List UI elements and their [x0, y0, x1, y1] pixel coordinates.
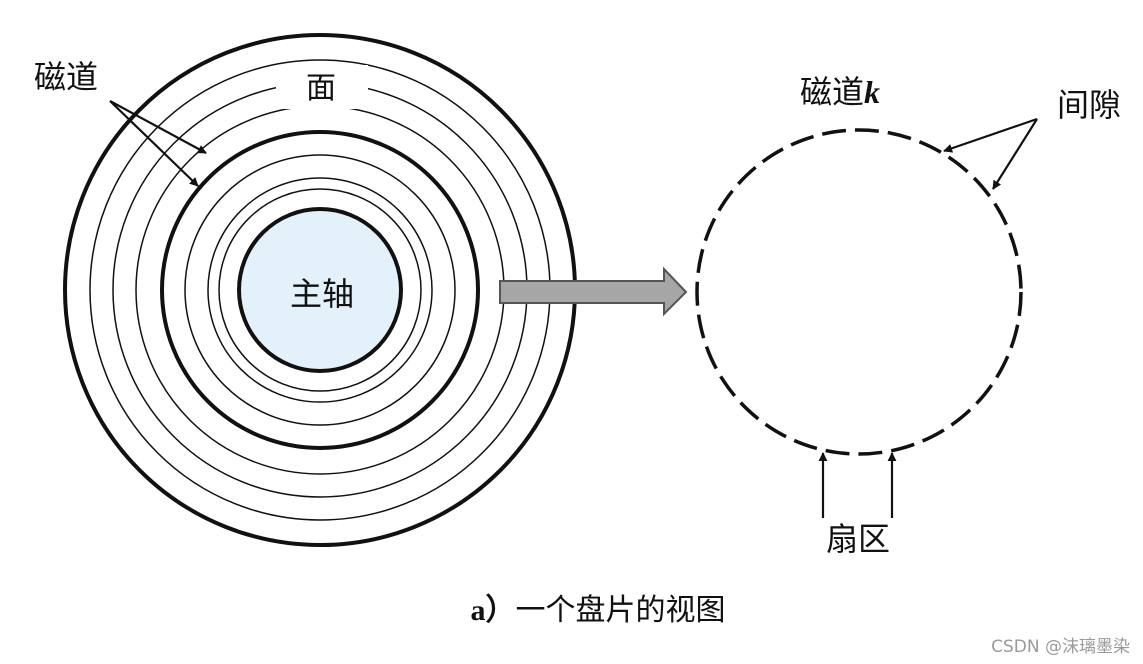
spindle-label: 主轴	[290, 275, 354, 313]
track-k-prefix: 磁道	[800, 73, 864, 111]
gap-pointer-arrow	[992, 118, 1038, 190]
track-label: 磁道	[34, 58, 98, 96]
figure-caption: a）一个盘片的视图	[471, 593, 726, 628]
track-k-label: 磁道k	[800, 73, 880, 111]
watermark: CSDN @沫璃墨染	[991, 637, 1130, 657]
track-ring-highlighted	[160, 130, 480, 450]
track-ring	[207, 177, 433, 403]
caption-text: 一个盘片的视图	[516, 593, 726, 628]
caption-prefix: a）	[471, 593, 516, 627]
spindle	[237, 207, 403, 373]
track-k-dashed-circle	[695, 128, 1023, 456]
sector-label: 扇区	[826, 520, 890, 558]
track-ring	[218, 188, 422, 392]
track-k-variable: k	[864, 74, 880, 110]
track-pointer-arrow	[109, 100, 199, 187]
zoom-arrow	[499, 266, 688, 317]
gap-pointer-arrow	[943, 117, 1038, 153]
track-pointer-arrow	[109, 100, 207, 154]
track-ring	[184, 154, 456, 426]
surface-label: 面	[306, 71, 336, 106]
surface-label-mask	[276, 65, 368, 109]
disk-platter	[63, 33, 577, 547]
gap-label: 间隙	[1057, 86, 1121, 124]
